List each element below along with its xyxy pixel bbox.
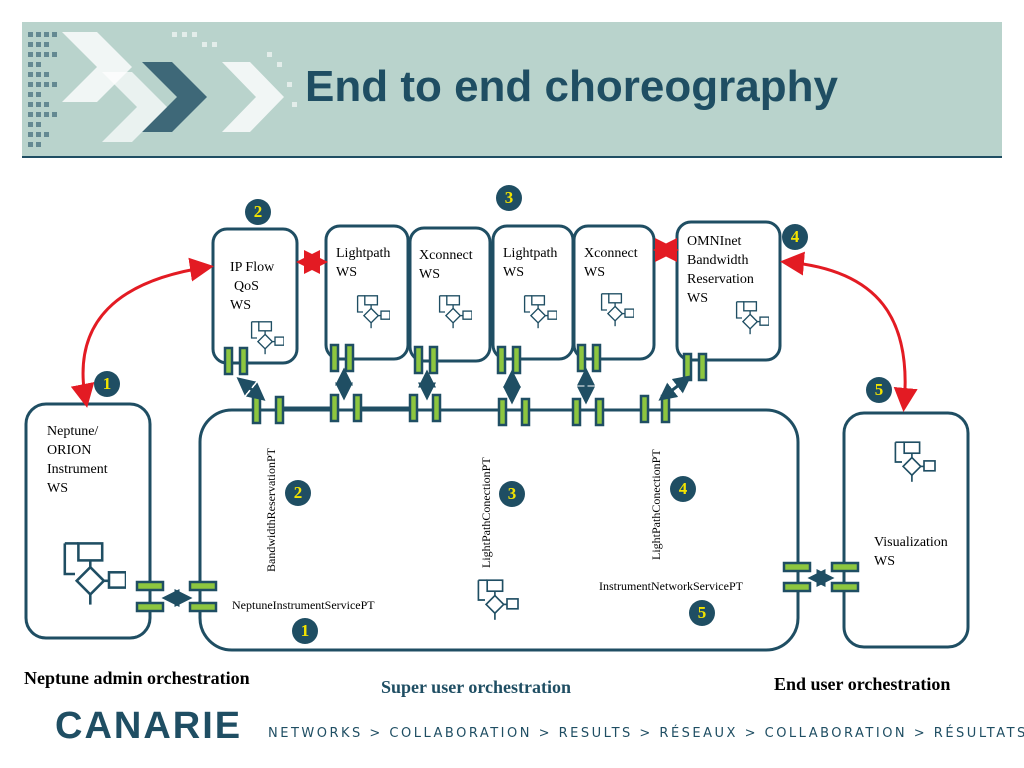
omninet-line2: Bandwidth [687,253,749,268]
navy-link-arrows [161,367,835,607]
super-user-orchestration-label: Super user orchestration [381,677,572,697]
xconnect1-box [408,226,492,363]
bandwidth-port-label: BandwidthReservationPT [264,448,278,572]
badge-lightpath: 3 [496,185,522,211]
header-banner: End to end choreography [22,22,1002,158]
xconnect1-service-label: Xconnect WS [419,246,473,284]
xconnect2-box [572,224,656,361]
badge-inner-3: 3 [499,481,525,507]
badge-visualization: 5 [866,377,892,403]
ipflow-line2: QoS [234,279,259,294]
omninet-line1: OMNInet [687,234,742,249]
lightpath1-line2: WS [336,265,357,280]
port-connectors [135,343,860,613]
neptune-line3: Instrument [47,462,108,477]
lightpath-conection-port-label-2: LightPathConectionPT [649,449,663,560]
neptune-line4: WS [47,481,68,496]
lightpath-conection-port-label-1: LightPathConectionPT [479,457,493,568]
omninet-service-label: OMNInet Bandwidth Reservation WS [687,232,754,308]
red-choreography-arrows [70,238,918,412]
lightpath2-line1: Lightpath [503,246,558,261]
instrument-network-port-label: InstrumentNetworkServicePT [599,579,743,593]
xconnect1-line2: WS [419,267,440,282]
visualization-service-label: Visualization WS [874,533,948,571]
neptune-line2: ORION [47,443,92,458]
neptune-admin-orchestration-label: Neptune admin orchestration [24,668,250,688]
xconnect2-service-label: Xconnect WS [584,244,638,282]
xconnect2-line2: WS [584,265,605,280]
omninet-line4: WS [687,291,708,306]
lightpath2-line2: WS [503,265,524,280]
visualization-line1: Visualization [874,535,948,550]
omninet-line3: Reservation [687,272,754,287]
lightpath1-service-label: Lightpath WS [336,244,390,282]
footer-tagline: NETWORKS > COLLABORATION > RESULTS > RÉS… [268,726,1024,741]
neptune-line1: Neptune/ [47,424,99,439]
badge-omninet: 4 [782,224,808,250]
xconnect2-line1: Xconnect [584,246,638,261]
chevron-pattern-decoration [28,32,297,147]
xconnect1-line1: Xconnect [419,248,473,263]
visualization-line2: WS [874,554,895,569]
neptune-service-label: Neptune/ ORION Instrument WS [47,422,108,498]
badge-inner-1: 1 [292,618,318,644]
page-title: End to end choreography [305,62,838,111]
badge-inner-2: 2 [285,480,311,506]
ipflow-line1: IP Flow [230,260,275,275]
ipflow-service-label: IP Flow QoS WS [230,258,274,315]
badge-inner-4: 4 [670,476,696,502]
badge-neptune: 1 [94,371,120,397]
end-user-orchestration-label: End user orchestration [774,674,951,694]
lightpath1-line1: Lightpath [336,246,391,261]
canarie-logo: CANARIE [55,705,243,747]
badge-ipflow: 2 [245,199,271,225]
lightpath1-box [324,224,410,361]
neptune-instrument-port-label: NeptuneInstrumentServicePT [232,598,375,612]
ipflow-line3: WS [230,298,251,313]
lightpath2-service-label: Lightpath WS [503,244,557,282]
badge-inner-5: 5 [689,600,715,626]
visualization-box [842,411,970,649]
